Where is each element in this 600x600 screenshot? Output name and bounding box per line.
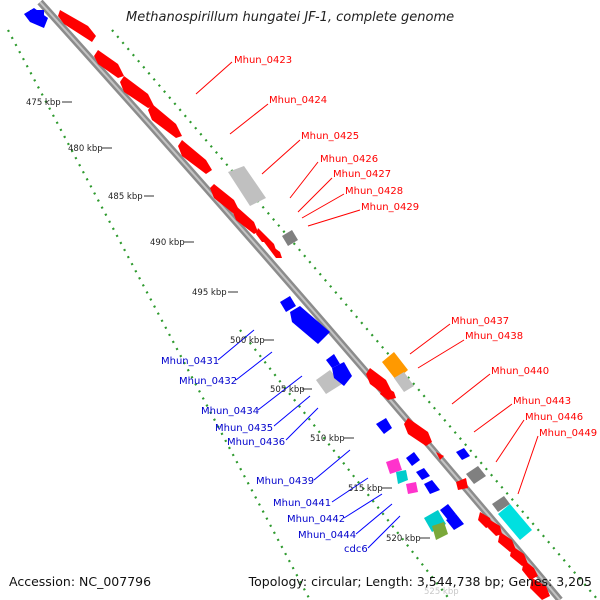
gene-label: Mhun_0434 [201, 406, 259, 417]
tick-label: 490 kbp [150, 238, 185, 248]
gene-label: Mhun_0427 [333, 169, 391, 180]
gene-arrow [270, 246, 282, 258]
gene-label: Mhun_0432 [179, 376, 237, 387]
gene-arrow [424, 480, 440, 494]
gene-arrow [256, 228, 268, 242]
gene-label: Mhun_0440 [491, 366, 549, 377]
gene-arrow [290, 306, 330, 344]
genome-summary-text: Topology: circular; Length: 3,544,738 bp… [248, 574, 592, 589]
gene-label: Mhun_0435 [215, 423, 273, 434]
tick-guides [7, 29, 599, 600]
gene-label: cdc6 [344, 544, 368, 555]
gene-label: Mhun_0429 [361, 202, 419, 213]
forward-genes [58, 10, 550, 600]
gene-arrow [332, 362, 352, 386]
tick-label: 480 kbp [68, 144, 103, 154]
gene-label: Mhun_0424 [269, 95, 327, 106]
gene-label: Mhun_0426 [320, 154, 378, 165]
gene-arrow [120, 76, 154, 108]
gene-arrow [380, 386, 396, 400]
gene-arrow [416, 468, 430, 480]
gene-arrow [232, 206, 258, 234]
reverse-genes [24, 8, 470, 530]
gene-arrow [436, 452, 444, 460]
gene-arrow [406, 452, 420, 466]
gene-arrow [530, 578, 550, 600]
gene-arrow [522, 560, 538, 580]
gene-label: Mhun_0438 [465, 331, 523, 342]
label-leaders [195, 61, 539, 549]
gene-label: Mhun_0439 [256, 476, 314, 487]
accession-text: Accession: NC_007796 [9, 574, 152, 589]
gene-label: Mhun_0446 [525, 412, 583, 423]
gene-arrow [456, 478, 468, 490]
reverse-gene-labels: Mhun_0431 Mhun_0432 Mhun_0434 Mhun_0435 … [161, 356, 368, 555]
gene-arrow [498, 532, 516, 552]
tick-label: 505 kbp [270, 385, 305, 395]
gene-arrow [510, 546, 528, 566]
tick-label: 495 kbp [192, 288, 227, 298]
gene-arrow [404, 418, 432, 446]
gene-arrow [376, 418, 392, 434]
gene-arrow [210, 184, 240, 214]
gene-arrow [478, 512, 492, 528]
gene-arrow [440, 504, 456, 520]
tick-label: 510 kbp [310, 434, 345, 444]
gene-label: Mhun_0436 [227, 437, 285, 448]
gene-label: Mhun_0442 [287, 514, 345, 525]
tick-label: 515 kbp [348, 484, 383, 494]
gene-label: Mhun_0443 [513, 396, 571, 407]
other-features [30, 10, 532, 540]
gene-arrow [58, 10, 96, 42]
gene-arrow [456, 448, 470, 460]
gene-label: Mhun_0431 [161, 356, 219, 367]
tick-label: 475 kbp [26, 98, 61, 108]
gene-label: Mhun_0449 [539, 428, 597, 439]
gene-label: Mhun_0425 [301, 131, 359, 142]
gene-arrow [488, 520, 502, 536]
gene-label: Mhun_0428 [345, 186, 403, 197]
tick-label: 485 kbp [108, 192, 143, 202]
tick-label: 500 kbp [230, 336, 265, 346]
gene-label: Mhun_0437 [451, 316, 509, 327]
gene-label: Mhun_0444 [298, 530, 356, 541]
genome-backbone [37, 0, 563, 600]
gene-label: Mhun_0441 [273, 498, 331, 509]
gene-arrow [264, 236, 276, 250]
gene-arrow [94, 50, 124, 78]
gene-arrow [24, 8, 48, 28]
gene-arrow [148, 104, 182, 138]
gene-label: Mhun_0423 [234, 55, 292, 66]
tick-labels: 475 kbp 480 kbp 485 kbp 490 kbp 495 kbp … [26, 98, 459, 597]
tick-label: 525 kbp [424, 587, 459, 597]
tick-label: 520 kbp [386, 534, 421, 544]
gene-arrow [326, 354, 340, 368]
gene-arrow [178, 140, 212, 174]
forward-gene-labels: Mhun_0423 Mhun_0424 Mhun_0425 Mhun_0426 … [234, 55, 597, 439]
map-title: Methanospirillum hungatei JF-1, complete… [126, 10, 455, 25]
gene-arrow [280, 296, 296, 312]
tick-marks [62, 101, 430, 539]
gene-arrow [446, 514, 464, 530]
